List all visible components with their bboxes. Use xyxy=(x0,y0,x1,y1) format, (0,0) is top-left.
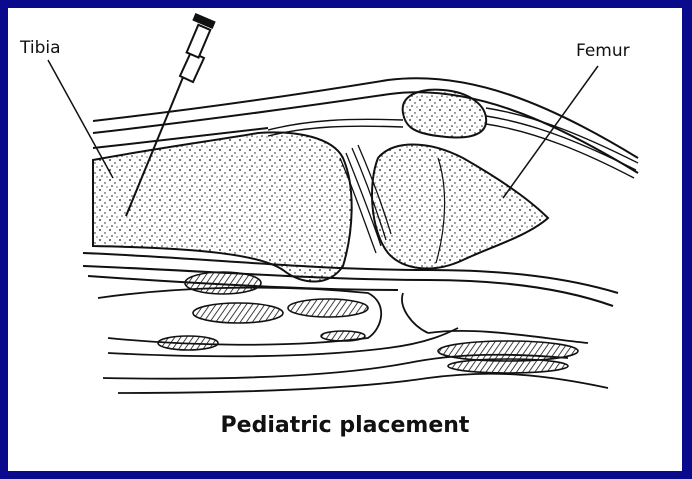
illustration-panel: Tibia Femur Pediatric placement xyxy=(8,8,682,471)
femur-label: Femur xyxy=(576,41,630,61)
knee-cross-section-diagram xyxy=(8,8,682,471)
patella xyxy=(403,90,486,138)
femur-leader-line xyxy=(503,66,598,198)
tibia-bone xyxy=(93,132,352,281)
hatched-tissue xyxy=(158,272,578,373)
figure-caption: Pediatric placement xyxy=(8,413,682,438)
femur-bone xyxy=(372,145,548,269)
tibia-label: Tibia xyxy=(20,38,61,58)
